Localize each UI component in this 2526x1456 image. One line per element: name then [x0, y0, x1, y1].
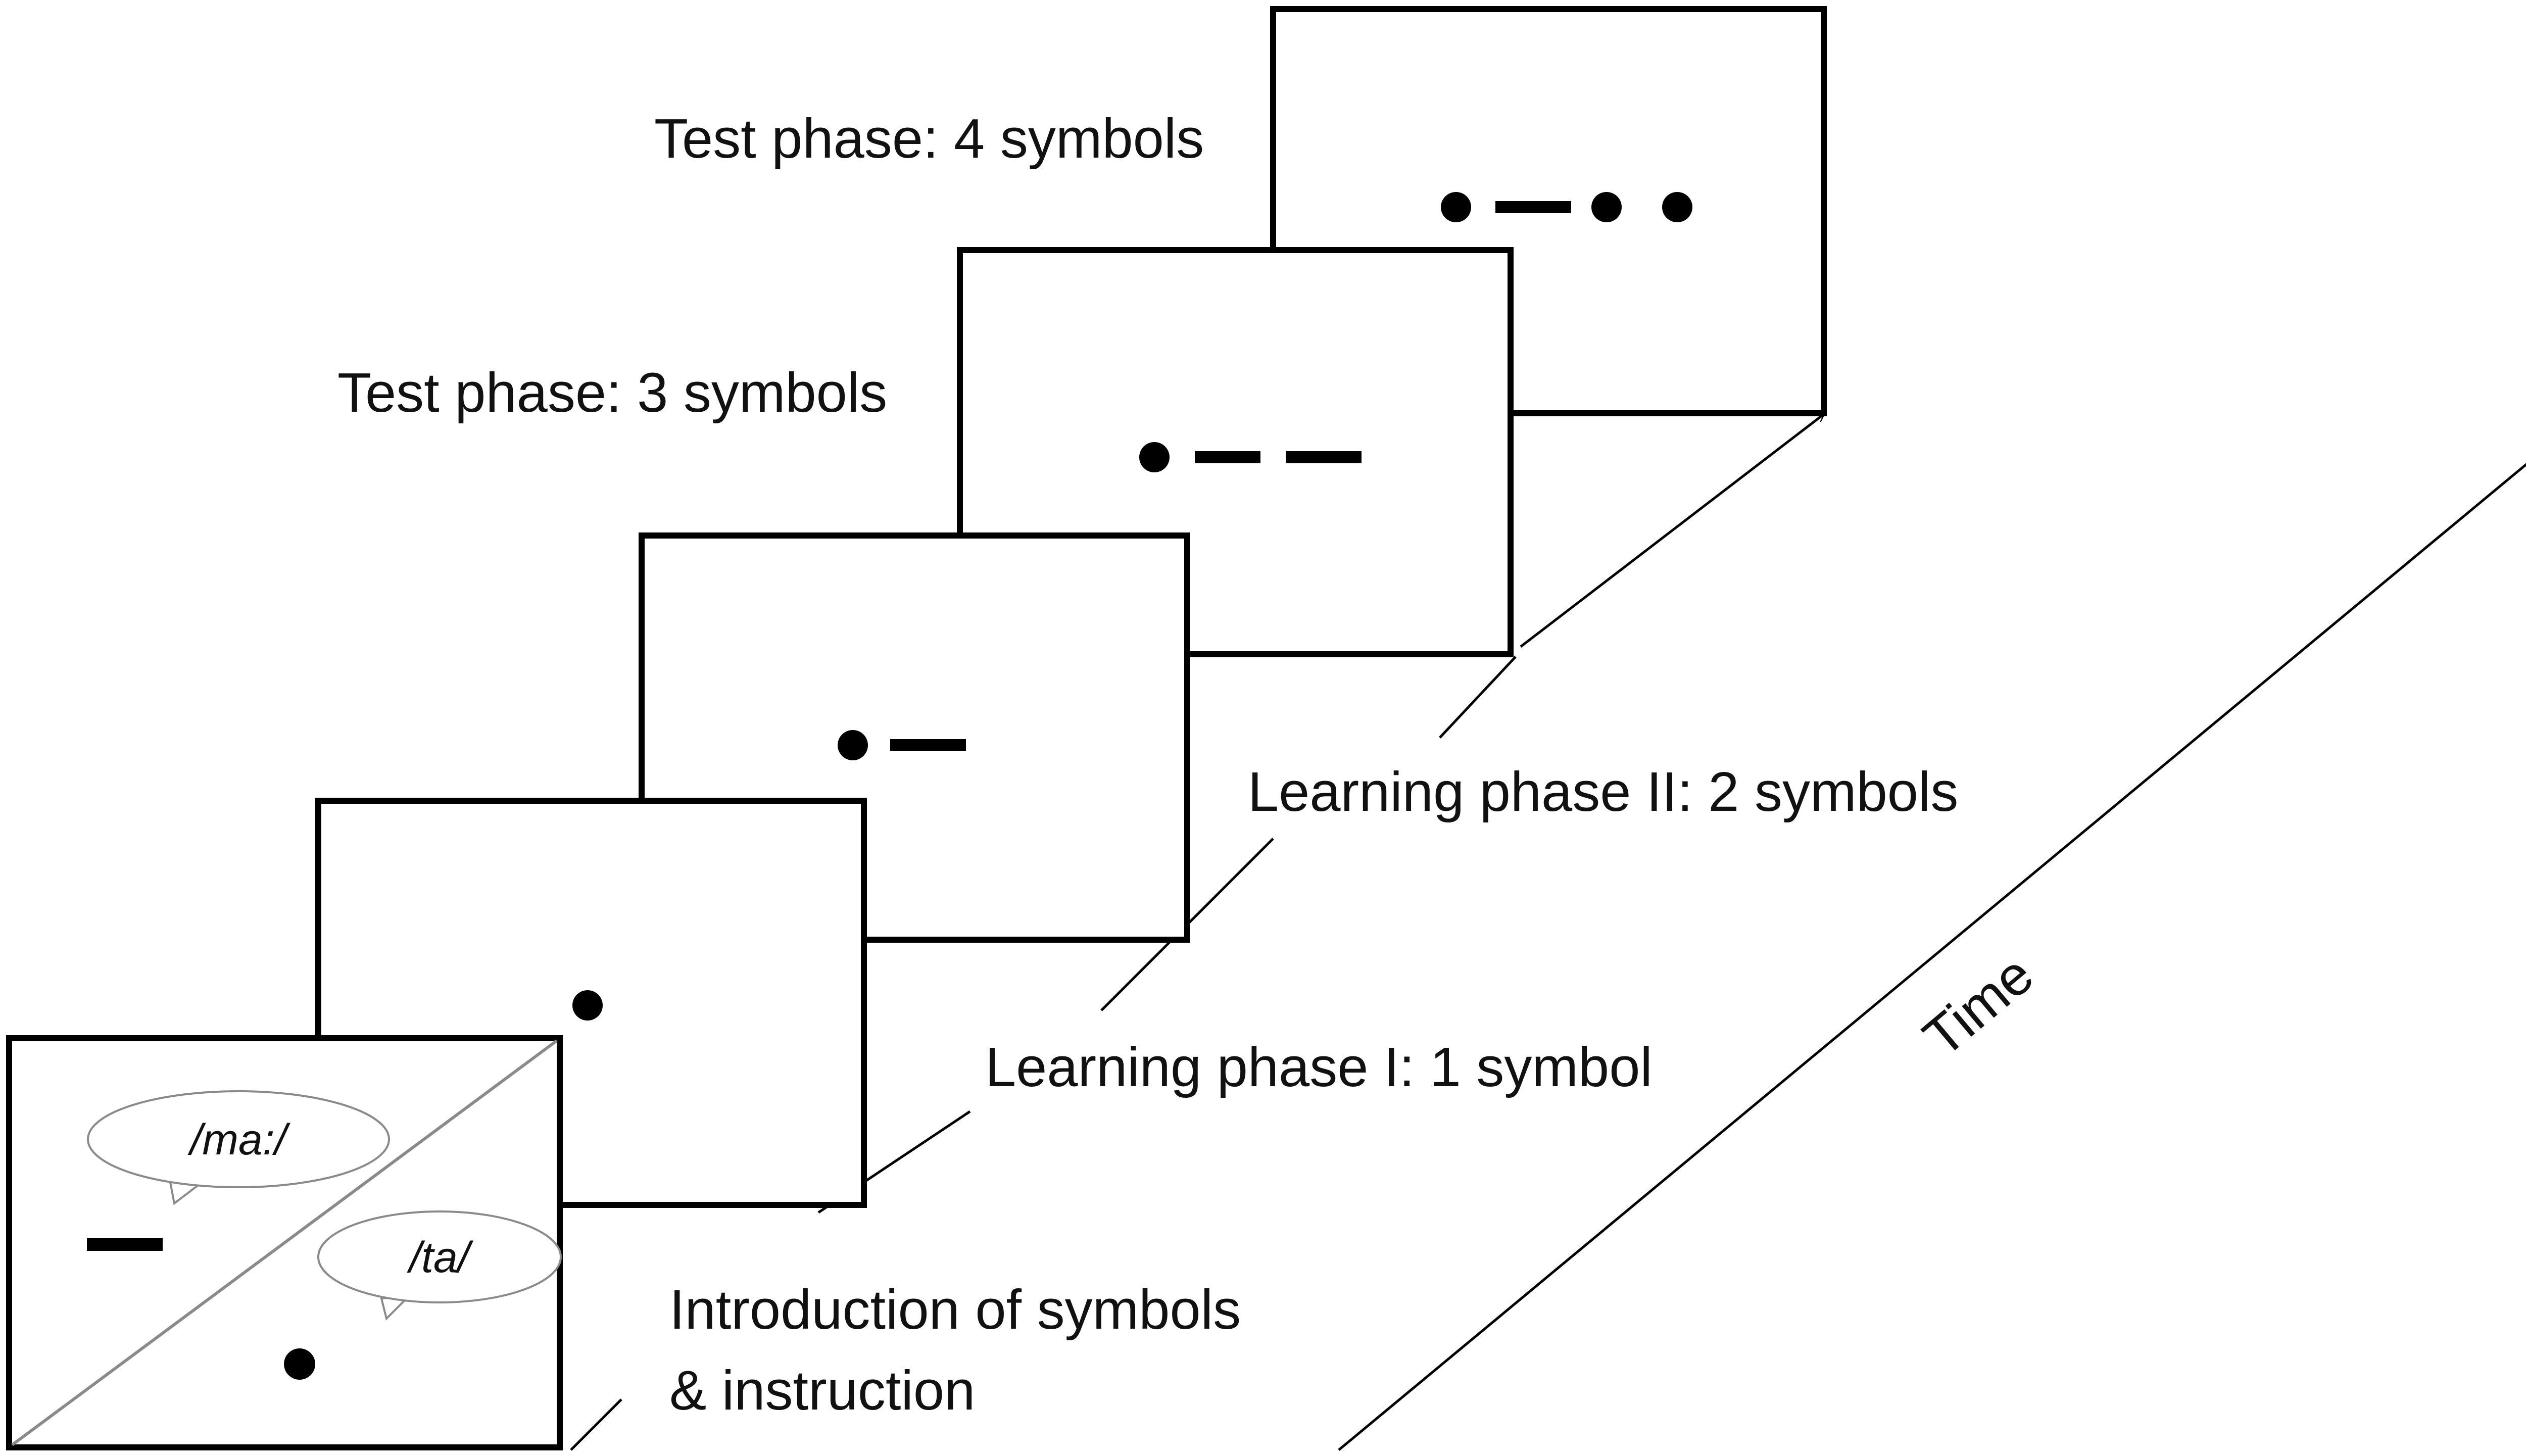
dash-symbol [1495, 201, 1571, 213]
time-axis-arrow [1338, 463, 2526, 1451]
dot-symbol [1662, 192, 1692, 222]
divider-line [11, 1039, 558, 1446]
time-axis-label: Time [1912, 943, 2045, 1069]
stage-label-test-3: Test phase: 3 symbols [337, 362, 887, 424]
dot-symbol [1591, 192, 1622, 222]
dot-symbol [572, 990, 603, 1021]
timeline-line-4 [1439, 656, 1517, 739]
dot-symbol [838, 730, 868, 760]
dash-symbol [1195, 451, 1260, 463]
stage-introduction: /ma:/ /ta/ [6, 1035, 563, 1450]
dash-symbol [87, 1238, 163, 1251]
stage-test-4-symbols [1270, 6, 1827, 416]
dot-symbol [1441, 192, 1471, 222]
dot-symbol [1139, 442, 1170, 472]
dash-symbol [1286, 451, 1362, 463]
stage-label-learning-2: Learning phase II: 2 symbols [1248, 761, 1958, 823]
timeline-line-1 [570, 1398, 622, 1451]
stage-label-introduction-line-1: Introduction of symbols [669, 1279, 1241, 1341]
phoneme-label-ta: /ta/ [407, 1233, 474, 1282]
stage-label-test-4: Test phase: 4 symbols [654, 108, 1204, 170]
timeline-arrow-short [1520, 414, 1824, 648]
dot-symbol [284, 1348, 315, 1380]
dash-symbol [890, 739, 966, 751]
speech-bubble-ma: /ma:/ [87, 1090, 390, 1205]
speech-bubble-ta: /ta/ [317, 1210, 562, 1321]
stage-test-3-symbols [957, 247, 1514, 657]
stage-label-introduction-line-2: & instruction [669, 1360, 975, 1422]
stage-label-learning-1: Learning phase I: 1 symbol [985, 1036, 1653, 1098]
phoneme-label-ma: /ma:/ [187, 1115, 290, 1164]
